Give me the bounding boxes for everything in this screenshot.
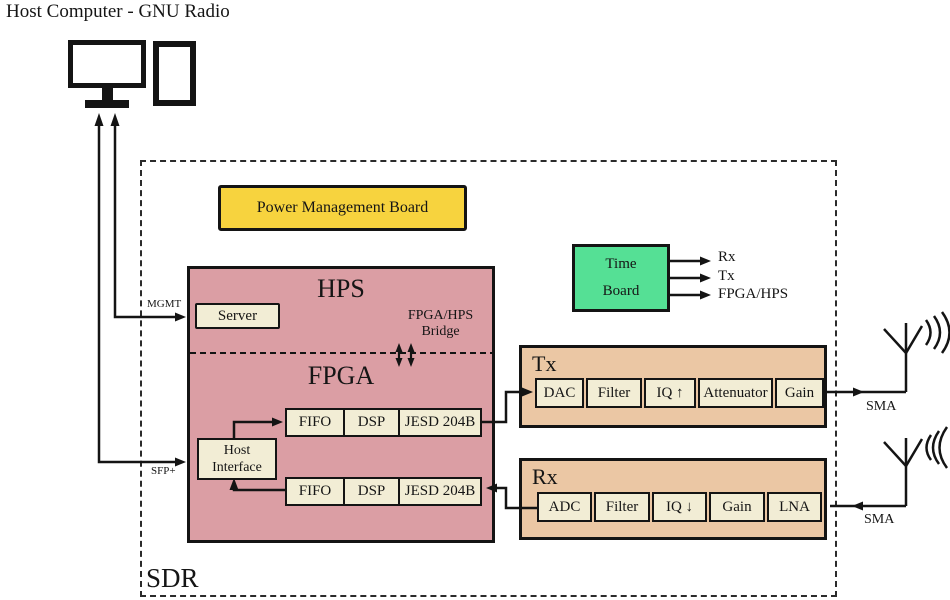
server-box: Server — [195, 303, 280, 329]
tx-board-label: Tx — [532, 351, 557, 376]
tx-chain: DAC Filter IQ ↑ Attenuator Gain — [535, 378, 824, 408]
server-label: Server — [217, 307, 258, 324]
sma-rx-label: SMA — [864, 512, 895, 527]
iq-up-block: IQ ↑ — [644, 378, 696, 408]
fpga-label: FPGA — [307, 361, 375, 390]
tx-board: Tx DAC Filter IQ ↑ Attenuator Gain — [519, 345, 827, 428]
power-management-board: Power Management Board — [218, 185, 467, 231]
dsp-block: DSP — [343, 408, 400, 437]
rx-board: Rx ADC Filter IQ ↓ Gain LNA — [519, 458, 827, 540]
adc-block: ADC — [537, 492, 592, 522]
jesd204b-block: JESD 204B — [398, 477, 482, 506]
fifo-block: FIFO — [285, 477, 345, 506]
fpga-tx-chain: FIFO DSP JESD 204B — [285, 408, 482, 437]
dac-block: DAC — [535, 378, 584, 408]
gain-block: Gain — [709, 492, 765, 522]
rx-board-label: Rx — [532, 464, 558, 489]
host-interface-box: Host Interface — [197, 438, 277, 480]
antenna-waves-in-icon — [883, 426, 949, 506]
filter-block: Filter — [594, 492, 650, 522]
mgmt-link-label: MGMT — [147, 298, 182, 310]
lna-block: LNA — [767, 492, 822, 522]
attenuator-block: Attenuator — [698, 378, 773, 408]
hps-fpga-board: HPS Server FPGA/HPS Bridge FPGA FIFO DSP… — [187, 266, 495, 543]
dsp-block: DSP — [343, 477, 400, 506]
time-output-rx-label: Rx — [718, 249, 736, 265]
page-title: Host Computer - GNU Radio — [6, 1, 230, 22]
fpga-hps-bridge-label: FPGA/HPS Bridge — [407, 308, 474, 340]
antenna-to-rx-line — [830, 501, 906, 511]
sfp-link-label: SFP+ — [151, 465, 176, 477]
time-output-fpga-hps-label: FPGA/HPS — [718, 286, 789, 302]
desktop-computer-icon — [68, 40, 196, 108]
time-output-tx-label: Tx — [718, 268, 735, 284]
fifo-block: FIFO — [285, 408, 345, 437]
fpga-rx-chain: FIFO DSP JESD 204B — [285, 477, 482, 506]
antenna-waves-out-icon — [883, 311, 950, 392]
time-board: Time Board — [572, 244, 670, 312]
sma-tx-label: SMA — [866, 399, 897, 414]
filter-block: Filter — [586, 378, 642, 408]
hps-label: HPS — [317, 274, 365, 303]
gain-block: Gain — [775, 378, 824, 408]
iq-down-block: IQ ↓ — [652, 492, 707, 522]
power-management-board-label: Power Management Board — [256, 199, 429, 216]
jesd204b-block: JESD 204B — [398, 408, 482, 437]
rx-chain: ADC Filter IQ ↓ Gain LNA — [537, 492, 822, 522]
sdr-label: SDR — [146, 563, 199, 593]
